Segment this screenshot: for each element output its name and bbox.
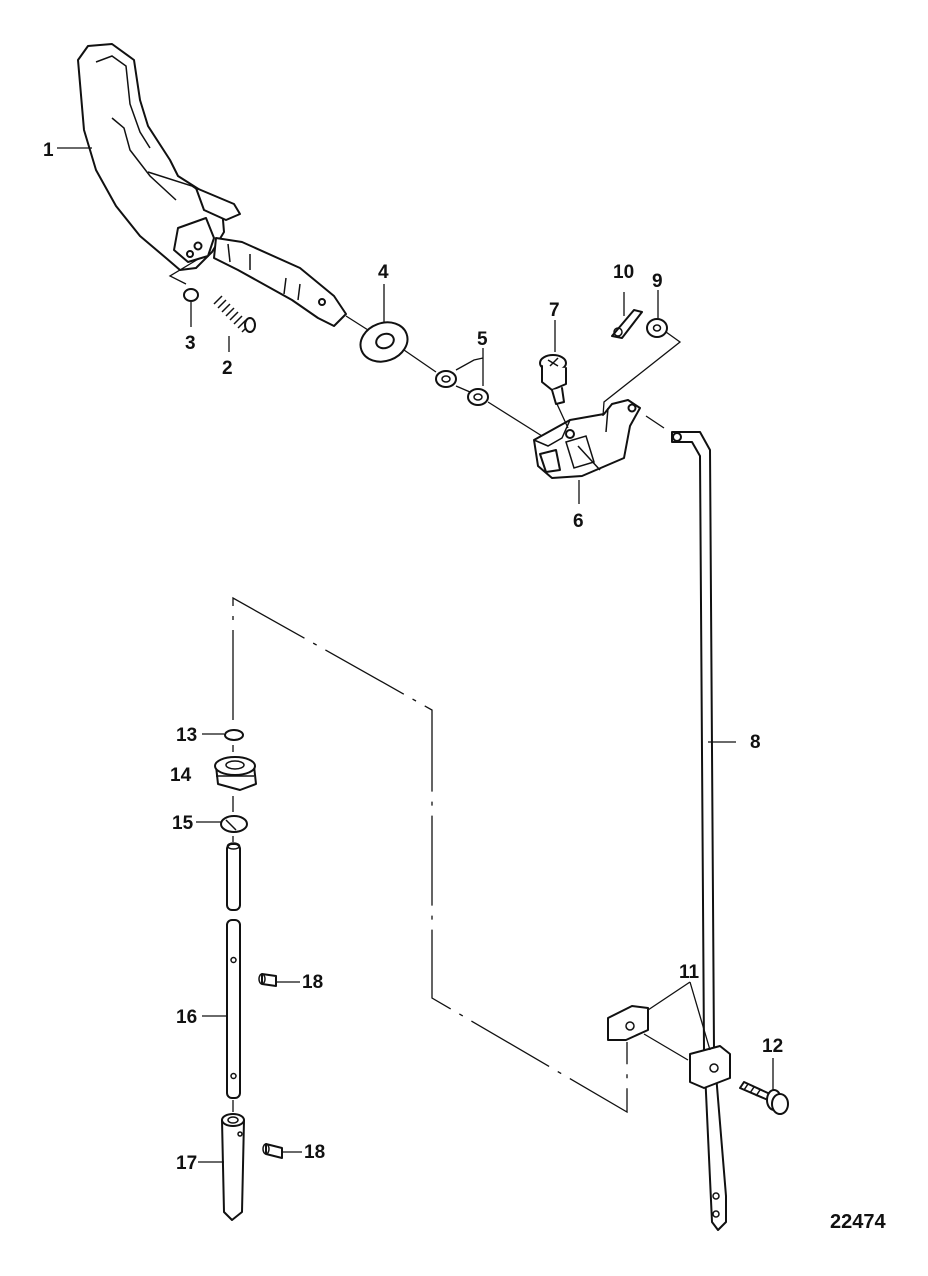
shift-rod: [671, 431, 727, 1231]
callout-15: 15: [172, 813, 194, 834]
shift-lever-bracket: [533, 399, 641, 479]
callout-7: 7: [549, 300, 560, 321]
roll-pin-upper: [258, 973, 277, 987]
callout-9: 9: [652, 271, 663, 292]
callout-6: 6: [573, 511, 584, 532]
roll-pin-lower: [262, 1143, 283, 1159]
upper-shaft: [226, 842, 241, 911]
small-washers: [435, 370, 489, 406]
detent-ball: [183, 288, 199, 302]
callout-1: 1: [43, 140, 54, 161]
callout-16: 16: [176, 1007, 197, 1028]
shift-shaft: [226, 919, 241, 1099]
grommet: [214, 756, 257, 791]
assembly-lines: [168, 257, 689, 1114]
part-13: [224, 729, 244, 741]
callout-14: 14: [170, 765, 192, 786]
bolt: [739, 1081, 789, 1115]
shift-handle: [77, 43, 347, 327]
leader-lines: [57, 147, 774, 1163]
cotter-pin: [611, 309, 643, 339]
detent-spring: [213, 295, 256, 333]
figure-number: 22474: [830, 1211, 886, 1233]
callout-12: 12: [762, 1036, 783, 1057]
screw: [539, 354, 567, 405]
callout-18-lower: 18: [304, 1142, 325, 1163]
callout-10: 10: [613, 262, 634, 283]
lower-shaft: [221, 1113, 245, 1221]
callout-8: 8: [750, 732, 761, 753]
large-washer: [359, 321, 409, 363]
callout-5: 5: [477, 329, 488, 350]
part-15: [220, 815, 248, 833]
callout-4: 4: [378, 262, 389, 283]
washer-9: [646, 318, 668, 338]
callout-labels: 1 2 3 4 5 6 7 8 9 10 11 12 13 14 15 16 1…: [43, 140, 783, 1174]
callout-3: 3: [185, 333, 196, 354]
callout-11: 11: [679, 962, 700, 983]
callout-17: 17: [176, 1153, 197, 1174]
callout-2: 2: [222, 358, 233, 379]
callout-13: 13: [176, 725, 197, 746]
callout-18-upper: 18: [302, 972, 323, 993]
rod-clip: [607, 1005, 731, 1089]
